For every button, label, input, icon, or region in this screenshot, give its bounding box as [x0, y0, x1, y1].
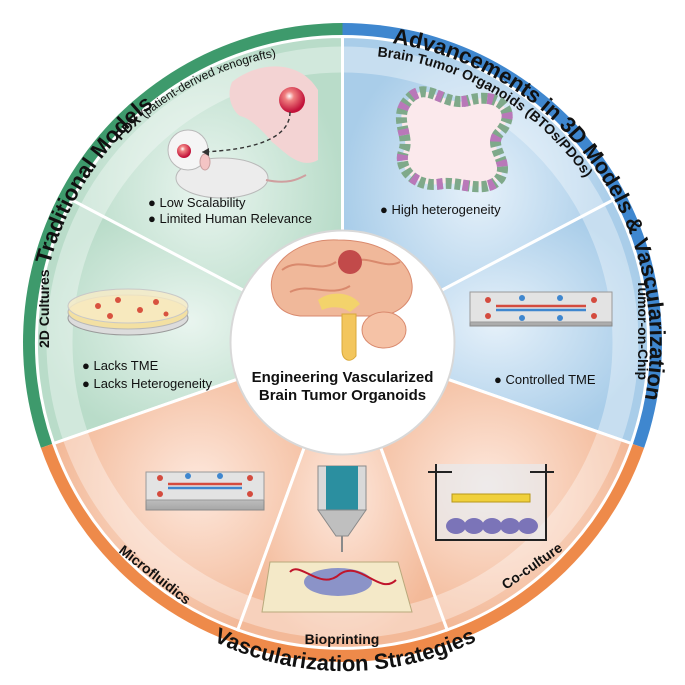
brain-illustration [270, 239, 413, 361]
label-band [46, 46, 639, 639]
bioprinting-label: Bioprinting [305, 631, 380, 647]
chip-bullet-1: ● Controlled TME [494, 372, 596, 387]
bioprinter-illustration [261, 465, 413, 613]
petri-dish-illustration [67, 288, 189, 336]
mouse-illustration [167, 129, 307, 199]
pdx-bullet-1: ● Low Scalability [148, 195, 246, 210]
center-title-line1: Engineering Vascularized [252, 369, 434, 386]
cultures-2d-bullet-2: ● Lacks Heterogeneity [82, 376, 212, 391]
bto-bullet-1: ● High heterogeneity [380, 202, 501, 217]
cultures-2d-bullet-1: ● Lacks TME [82, 358, 159, 373]
microfluidics-chip-illustration [145, 471, 265, 511]
cultures-2d-sector [34, 197, 347, 446]
chip-label: Tumor-on-Chip [635, 280, 651, 380]
chip-illustration [469, 291, 613, 327]
organoid-illustration [395, 86, 513, 193]
pdx-bullet-2: ● Limited Human Relevance [148, 211, 312, 226]
coculture-well-illustration [428, 464, 554, 541]
cultures-2d-label: 2D Cultures [36, 269, 52, 348]
center-title-line2: Brain Tumor Organoids [259, 387, 426, 404]
human-head-illustration [201, 66, 318, 163]
